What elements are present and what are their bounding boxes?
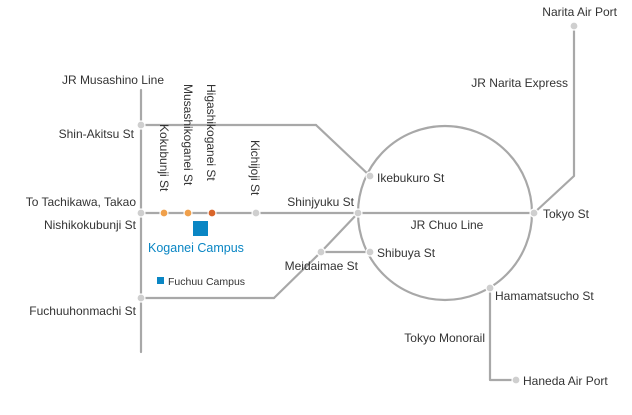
station-tokyo: [529, 208, 539, 218]
koganei-campus-marker: [193, 221, 208, 236]
station-haneda-airport: [511, 375, 521, 385]
station-narita-airport: [569, 21, 579, 31]
station-fuchuuhonmachi: [136, 293, 146, 303]
station-nishikokubunji: [136, 208, 146, 218]
label-fuchuu-campus: Fuchuu Campus: [168, 276, 245, 288]
station-shin-akitsu: [136, 120, 146, 130]
label-musashino-line: JR Musashino Line: [62, 73, 164, 87]
label-fuchuuhonmachi: Fuchuuhonmachi St: [29, 304, 136, 318]
station-musashikoganei: [183, 208, 193, 218]
label-chuo-line: JR Chuo Line: [411, 218, 484, 232]
label-tokyo-monorail: Tokyo Monorail: [404, 331, 485, 345]
station-higashikoganei: [207, 208, 217, 218]
station-ikebukuro: [365, 171, 375, 181]
station-hamamatsucho: [485, 283, 495, 293]
label-ikebukuro: Ikebukuro St: [377, 171, 445, 185]
label-haneda-airport: Haneda Air Port: [523, 374, 608, 388]
shin-akitsu-ikebukuro-line: [314, 123, 372, 178]
keio-line: [272, 211, 360, 300]
label-higashikoganei: Higashikoganei St: [204, 84, 218, 181]
label-shibuya: Shibuya St: [377, 246, 436, 260]
label-narita-express: JR Narita Express: [471, 76, 568, 90]
label-narita-airport: Narita Air Port: [542, 5, 617, 19]
label-nishikokubunji: Nishikokubunji St: [44, 218, 137, 232]
fuchuu-campus-marker: [157, 277, 164, 284]
station-kichijoji: [251, 208, 261, 218]
label-tachikawa-takao: To Tachikawa, Takao: [26, 195, 137, 209]
label-koganei-campus: Koganei Campus: [148, 241, 244, 255]
label-shin-akitsu: Shin-Akitsu St: [59, 127, 135, 141]
label-hamamatsucho: Hamamatsucho St: [495, 289, 594, 303]
narita-express-line: [532, 24, 576, 215]
label-kichijoji: Kichijoji St: [248, 140, 262, 196]
label-meidaimae: Meidaimae St: [285, 259, 359, 273]
label-shinjyuku: Shinjyuku St: [287, 195, 354, 209]
station-kokubunji: [159, 208, 169, 218]
tokyo-monorail-line: [488, 286, 518, 382]
station-shinjyuku: [353, 208, 363, 218]
station-shibuya: [365, 247, 375, 257]
label-kokubunji: Kokubunji St: [157, 124, 171, 192]
station-meidaimae: [316, 247, 326, 257]
label-musashikoganei: Musashikoganei St: [181, 84, 195, 186]
label-tokyo: Tokyo St: [543, 207, 590, 221]
